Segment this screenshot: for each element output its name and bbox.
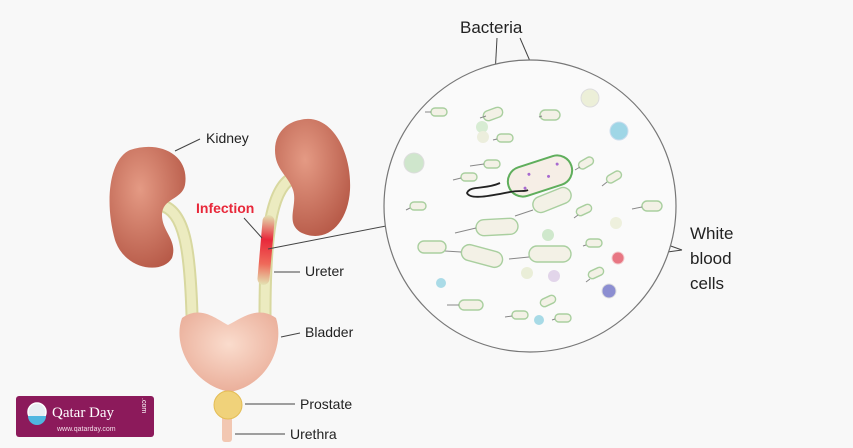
kidney-label: Kidney (206, 130, 249, 146)
prostate (213, 390, 243, 420)
white-blood-cells (403, 88, 629, 325)
bladder-label: Bladder (305, 324, 354, 340)
qatarday-logo[interactable]: Qatar Day .com www.qatarday.com (16, 396, 154, 437)
white-blood-cells-label-line3: cells (690, 274, 724, 293)
logo-suffix: .com (140, 398, 147, 413)
prostate-label: Prostate (300, 396, 352, 412)
bacteria-label: Bacteria (460, 18, 523, 37)
bladder (179, 312, 279, 392)
left-kidney (109, 146, 186, 268)
ureter-label: Ureter (305, 263, 344, 279)
bacteria (405, 106, 663, 323)
logo-name: Qatar Day (52, 405, 115, 421)
infection-site (257, 215, 275, 285)
magnified-view (383, 59, 677, 353)
right-kidney (275, 118, 351, 236)
white-blood-cells-label-line2: blood (690, 249, 732, 268)
infection-label: Infection (196, 200, 254, 216)
white-blood-cells-label-line1: White (690, 224, 733, 243)
urethra-label: Urethra (290, 426, 337, 442)
logo-url: www.qatarday.com (56, 426, 116, 433)
